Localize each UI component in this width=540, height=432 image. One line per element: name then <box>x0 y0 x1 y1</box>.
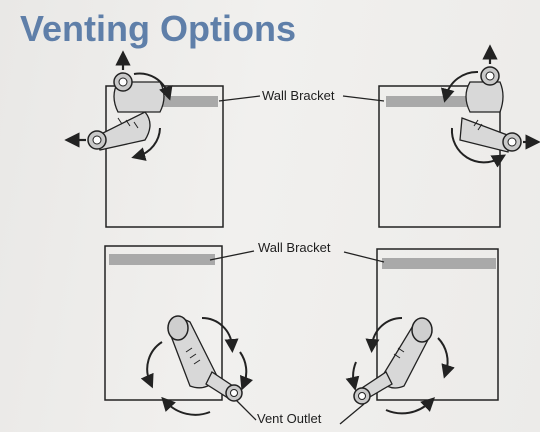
rotation-arrow-icon <box>131 127 161 161</box>
wall-bracket-label-bottom: Wall Bracket <box>258 240 331 255</box>
wall-bracket-label-top: Wall Bracket <box>262 88 335 103</box>
wall-bracket-bar <box>116 96 218 107</box>
panel-bottom-right <box>339 248 499 425</box>
heater-unit <box>459 66 522 153</box>
rotation-arrow-icon <box>140 341 163 389</box>
heater-unit <box>87 72 165 151</box>
rotation-arrow-icon <box>201 316 239 353</box>
panel-top-left <box>64 50 261 228</box>
leader-line <box>218 95 261 102</box>
leader-line <box>339 403 365 425</box>
rotation-arrow-icon <box>239 351 254 391</box>
wall-bracket-bar <box>386 96 492 107</box>
leader-line <box>343 251 385 263</box>
heater-unit <box>353 317 433 405</box>
leader-line <box>235 399 257 421</box>
leader-line <box>209 250 255 261</box>
heater-unit <box>167 315 243 402</box>
wall-bracket-bar <box>109 254 215 265</box>
rotation-arrow-icon <box>385 397 436 415</box>
leader-line <box>342 95 385 102</box>
rotation-arrow-icon <box>440 70 479 103</box>
rotation-arrow-icon <box>450 127 507 168</box>
panel-bottom-left <box>104 245 257 421</box>
rotation-arrow-icon <box>345 361 360 391</box>
rotation-arrow-icon <box>365 316 403 353</box>
rotation-arrow-icon <box>133 72 173 101</box>
rotation-arrow-icon <box>437 337 455 379</box>
wall-bracket-bar <box>382 258 496 269</box>
page-title: Venting Options <box>20 8 296 49</box>
panel-outline <box>376 248 499 401</box>
rotation-arrow-icon <box>161 396 211 416</box>
panel-top-right <box>342 44 540 228</box>
vent-outlet-label: Vent Outlet <box>257 411 322 426</box>
